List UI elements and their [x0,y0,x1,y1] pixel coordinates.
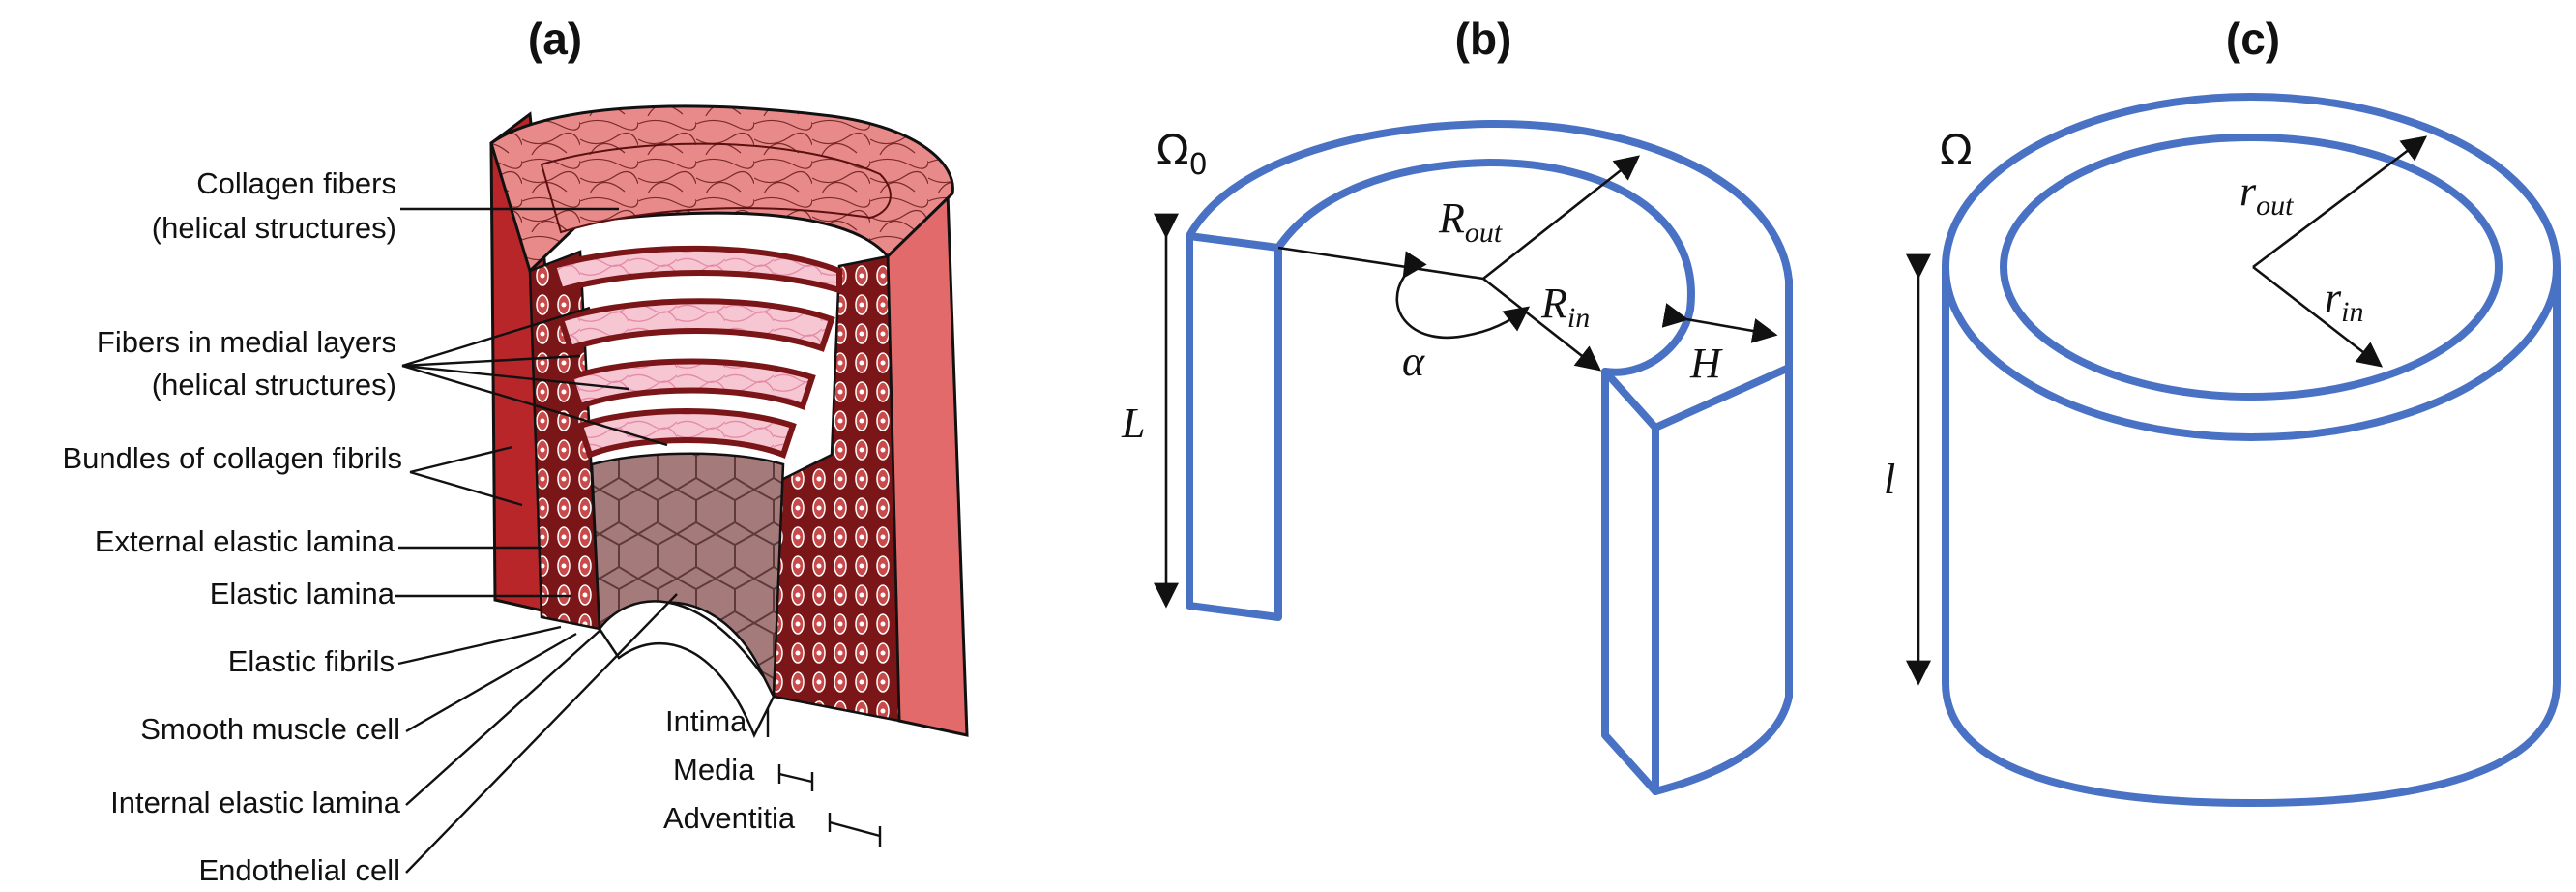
label-collagen-fibers-helical: (helical structures) [152,211,396,245]
r-out-arrow [1482,155,1641,281]
r-out-arrow-c [2252,135,2428,269]
omega-symbol: Ω [1940,126,1973,175]
r-in-label-c: rin [2325,274,2363,328]
panel-b-annotations: Ω0 Rout Rin α H L [1121,126,1778,609]
panel-c-annotations: Ω rout rin l [1884,126,2428,686]
inner-top-ellipse [2000,134,2503,401]
r-in-arrow-c [2252,265,2384,368]
r-out-label: Rout [1438,194,1503,249]
label-intima: Intima [665,704,747,738]
medial-layer-1 [549,245,842,295]
l-label-c: l [1884,456,1895,503]
left-cut-face-outline [1186,232,1282,621]
inner-top-arc [1274,159,1695,376]
layer-thickness-bars [766,708,882,847]
label-endothelial-cell: Endothelial cell [198,853,400,887]
label-collagen-bundles: Bundles of collagen fibrils [62,441,402,475]
artery-illustration [489,104,969,739]
medial-layer-2 [557,298,835,352]
adventitia-right-wall [886,190,969,737]
alpha-arc [1395,251,1531,340]
cylinder-body [1942,263,2561,807]
right-cut-face-outline [1601,368,1659,795]
panel-a-leaders [395,207,678,874]
label-elastic-lamina: Elastic lamina [210,577,395,610]
label-smooth-muscle-cell: Smooth muscle cell [140,712,400,746]
label-collagen-fibers: Collagen fibers [196,166,396,200]
outer-side-wall [1652,277,1793,795]
outer-top-ellipse [1942,93,2561,441]
endothelium [590,452,785,698]
medial-layer-3 [567,358,816,410]
panel-a-labels: Collagen fibers (helical structures) Fib… [62,166,795,887]
label-adventitia: Adventitia [663,801,796,835]
label-medial-fibers: Fibers in medial layers [97,325,396,359]
medial-layer-4 [576,408,797,459]
r-in-label: Rin [1540,280,1590,334]
label-medial-fibers-helical: (helical structures) [152,368,396,401]
panel-a-title: (a) [528,14,582,64]
panel-c-title: (c) [2226,14,2280,64]
label-media: Media [673,753,755,787]
outer-top-arc [1186,119,1793,284]
collagen-top-surface [540,142,892,234]
alpha-label: α [1402,338,1425,385]
h-arrow [1661,303,1778,343]
alpha-ray [1277,246,1484,281]
l-label: L [1121,400,1145,447]
label-internal-elastic-lamina: Internal elastic lamina [110,786,401,819]
full-cylinder-deformed [1942,93,2561,807]
omega-0-symbol: Ω0 [1156,126,1208,182]
label-external-elastic-lamina: External elastic lamina [95,524,395,558]
label-elastic-fibrils: Elastic fibrils [228,644,395,678]
lumen-opening [598,600,776,739]
r-out-label-c: rout [2239,167,2294,222]
outer-wall-link [1652,364,1793,431]
h-label: H [1689,340,1723,387]
panel-b-title: (b) [1455,14,1512,64]
open-cylinder-reference [1186,119,1793,795]
